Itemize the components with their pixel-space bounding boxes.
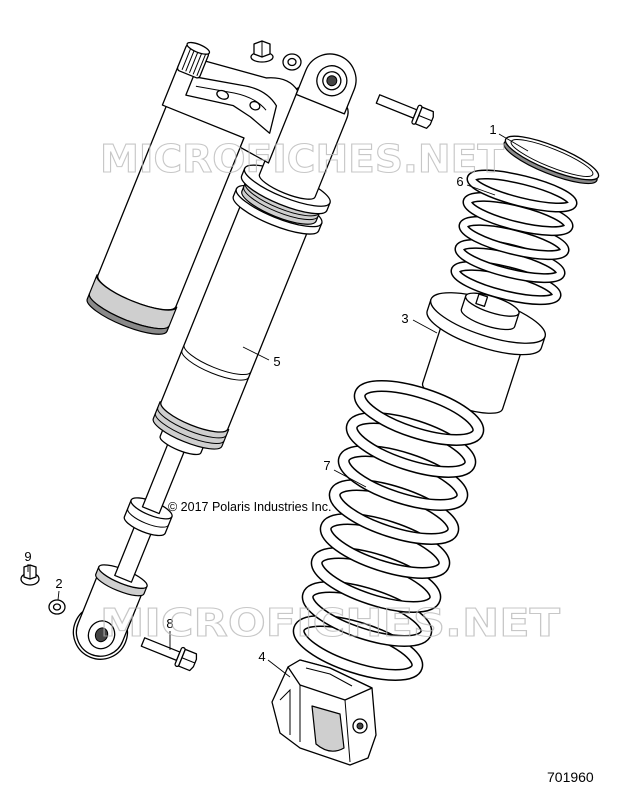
body-step-line [183,344,252,375]
seat-edge-2 [344,699,351,763]
lower-eye-bore [94,627,109,643]
tender-spring-coil-4 [454,238,566,284]
main-spring [292,380,485,681]
top-eye [295,53,357,115]
seal-band-line-1 [157,407,227,439]
top-bolt-head-edge [418,115,432,122]
callout-8: 8 [166,616,173,631]
bump-stop [123,497,173,537]
callout-7: 7 [323,458,330,473]
bridge-hole-2 [249,100,261,111]
main-spring-coil-1 [353,380,485,446]
coil-fill [339,446,467,510]
thread-line-2 [243,186,319,221]
knob-knurl-2 [185,48,196,72]
leader-3 [412,319,438,334]
tender-spring [450,169,578,306]
main-body-cylinder [160,195,312,433]
main-spring-coil-3 [337,445,469,511]
top-washer-hole [287,57,297,67]
main-spring-coil-4 [328,479,460,545]
watermark-text-bottom: MICROFICHES.NET [100,601,560,645]
knob-knurl-1 [181,47,192,71]
main-spring-coil-2 [345,412,477,478]
seat-flank [279,688,291,735]
top-bolt-shank [375,94,418,119]
reservoir-end-cap [86,293,170,335]
leader-5 [242,346,270,361]
leader-6 [466,184,496,196]
coil-fill [467,171,577,211]
top-eye-bore [326,75,338,87]
knob-knurl-5 [196,53,207,77]
leader-lines [27,133,529,678]
thread-line-1 [244,182,320,217]
leader-1 [498,133,529,152]
lower-spring-seat [271,659,377,766]
spring-plate-face [504,135,600,181]
callout-6: 6 [456,174,463,189]
knob-knurl-3 [188,50,199,74]
coil-fill [355,381,483,445]
tender-spring-coil-1 [466,169,578,213]
reservoir [86,98,248,335]
shock-absorber [72,41,357,660]
seat-pivot-bore [356,722,364,730]
coil-fill [347,413,475,477]
figure-number: 701960 [547,769,594,785]
copyright-notice: © 2017 Polaris Industries Inc. [168,500,331,514]
top-bolt [375,94,434,129]
callout-3: 3 [401,311,408,326]
flange-nut [20,564,40,586]
watermark-text-top: MICROFICHES.NET [100,137,504,181]
callout-4: 4 [258,649,265,664]
spring-adapter [421,292,546,414]
seat-clevis-slot [311,705,345,752]
reservoir-bridge [161,57,299,164]
top-washer [282,53,302,71]
main-spring-coil-5 [319,513,451,579]
seal-band-line-2 [154,412,225,444]
bridge-hole-1 [216,89,230,100]
adjuster-knob [176,41,211,79]
bridge-rib [185,75,278,134]
top-nut [250,40,274,63]
callout-1: 1 [489,122,496,137]
callouts: 1 6 3 7 5 4 8 9 2 [24,122,496,664]
washer [48,599,66,615]
callout-5: 5 [273,354,280,369]
body-step-line-2 [181,350,250,381]
lower-bolt [140,637,198,672]
callout-2: 2 [55,576,62,591]
leader-2 [57,590,60,601]
knob-cap [186,41,211,55]
leader-7 [333,469,367,488]
adapter-notch [475,293,489,307]
callout-9: 9 [24,549,31,564]
bump-stop-line [127,508,170,528]
knob-knurl-4 [192,51,203,75]
washer-hole [52,603,62,611]
leader-4 [267,659,291,678]
bridge-rib-line [195,85,267,111]
lower-bolt-head-edge [181,657,196,664]
seat-top-rib [305,667,353,687]
